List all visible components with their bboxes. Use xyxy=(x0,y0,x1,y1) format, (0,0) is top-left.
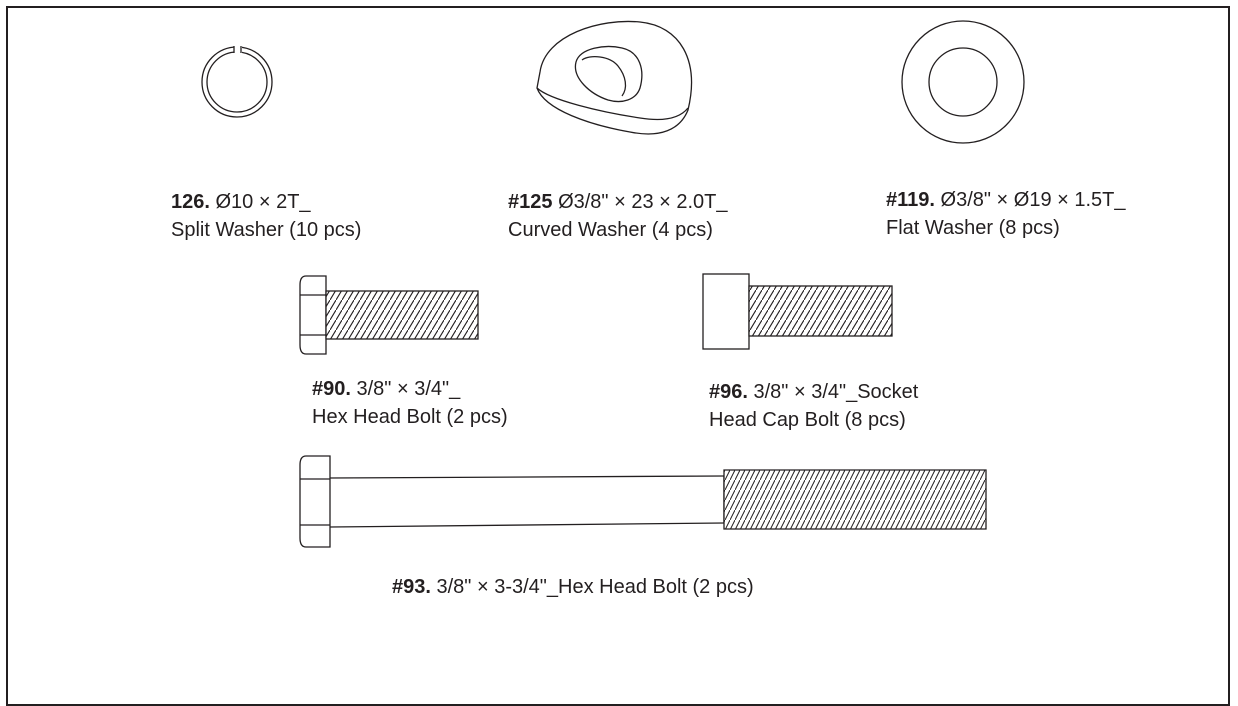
part-label-125: #125 Ø3/8" × 23 × 2.0T_ Curved Washer (4… xyxy=(508,188,728,244)
part-spec-96: 3/8" × 3/4"_Socket xyxy=(753,381,919,403)
part-code-90: #90. xyxy=(312,378,351,400)
part-name-119: Flat Washer (8 pcs) xyxy=(886,217,1060,239)
socket-bolt-96-drawing xyxy=(702,273,893,350)
part-code-125: #125 xyxy=(508,191,553,213)
part-spec-90: 3/8" × 3/4"_ xyxy=(356,378,461,400)
hardware-illustrations xyxy=(201,20,1025,548)
part-code-93: #93. xyxy=(392,576,431,598)
part-code-119: #119. xyxy=(886,189,935,211)
part-name-90: Hex Head Bolt (2 pcs) xyxy=(312,406,508,428)
flat-washer-drawing xyxy=(901,20,1025,144)
part-code-96: #96. xyxy=(709,381,748,403)
curved-washer-drawing xyxy=(536,20,693,135)
part-spec-125: Ø3/8" × 23 × 2.0T_ xyxy=(558,191,728,213)
part-code-126: 126. xyxy=(171,191,210,213)
hex-bolt-93-drawing xyxy=(299,455,987,548)
part-label-93: #93. 3/8" × 3-3/4"_Hex Head Bolt (2 pcs) xyxy=(392,573,754,601)
part-spec-126: Ø10 × 2T_ xyxy=(215,191,311,213)
part-label-96: #96. 3/8" × 3/4"_Socket Head Cap Bolt (8… xyxy=(709,378,918,434)
part-label-119: #119. Ø3/8" × Ø19 × 1.5T_ Flat Washer (8… xyxy=(886,186,1126,242)
part-spec-119: Ø3/8" × Ø19 × 1.5T_ xyxy=(940,189,1126,211)
part-name-126: Split Washer (10 pcs) xyxy=(171,219,362,241)
split-washer-drawing xyxy=(201,45,273,118)
part-label-90: #90. 3/8" × 3/4"_ Hex Head Bolt (2 pcs) xyxy=(312,375,508,431)
hex-bolt-90-drawing xyxy=(299,275,479,355)
part-name-96: Head Cap Bolt (8 pcs) xyxy=(709,409,906,431)
part-name-125: Curved Washer (4 pcs) xyxy=(508,219,713,241)
part-label-126: 126. Ø10 × 2T_ Split Washer (10 pcs) xyxy=(171,188,361,244)
part-spec-93: 3/8" × 3-3/4"_Hex Head Bolt (2 pcs) xyxy=(436,576,754,598)
